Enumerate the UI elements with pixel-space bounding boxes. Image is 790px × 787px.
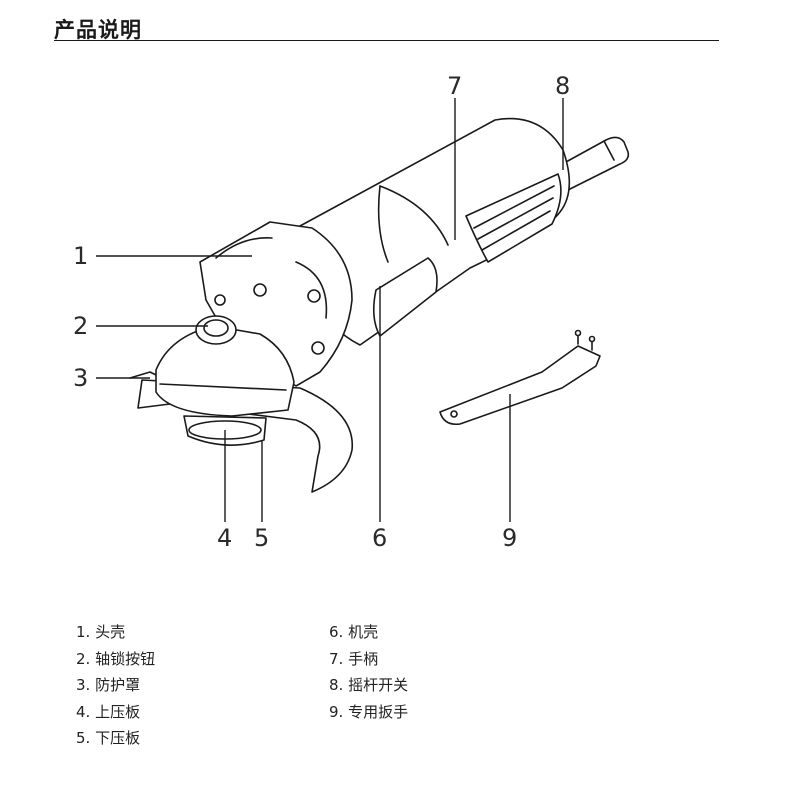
page-title: 产品说明 — [54, 18, 142, 42]
legend-left: 1. 头壳 2. 轴锁按钮 3. 防护罩 4. 上压板 5. 下压板 — [76, 619, 155, 752]
callout-2: 2 — [73, 312, 88, 340]
callout-3: 3 — [73, 364, 88, 392]
spindle-housing — [155, 325, 295, 417]
legend-item: 2. 轴锁按钮 — [76, 649, 156, 668]
callout-7: 7 — [447, 72, 462, 100]
side-grip — [372, 257, 438, 337]
legend-item: 5. 下压板 — [76, 729, 141, 747]
legend-item: 9. 专用扳手 — [329, 702, 409, 721]
rocker-switch — [465, 173, 562, 263]
callout-6: 6 — [372, 524, 387, 552]
legend-item: 8. 摇杆开关 — [329, 676, 409, 694]
callout-4: 4 — [217, 524, 232, 552]
legend-item: 1. 头壳 — [76, 623, 126, 641]
callout-5: 5 — [254, 524, 269, 552]
callout-8: 8 — [555, 72, 570, 100]
callout-9: 9 — [502, 524, 517, 552]
title-divider — [54, 40, 719, 41]
special-wrench — [439, 329, 601, 426]
handle-tail — [554, 136, 630, 191]
callout-1: 1 — [73, 242, 88, 270]
legend-item: 6. 机壳 — [329, 623, 379, 641]
legend-item: 4. 上压板 — [76, 702, 141, 721]
leader-lines — [96, 98, 564, 522]
spindle-lock-button — [195, 315, 237, 345]
legend-item: 7. 手柄 — [329, 649, 379, 668]
legend-right: 6. 机壳 7. 手柄 8. 摇杆开关 9. 专用扳手 — [329, 619, 408, 725]
angle-grinder-diagram: 1 2 3 4 5 6 7 8 9 — [73, 72, 630, 552]
legend-item: 3. 防护罩 — [76, 676, 141, 694]
